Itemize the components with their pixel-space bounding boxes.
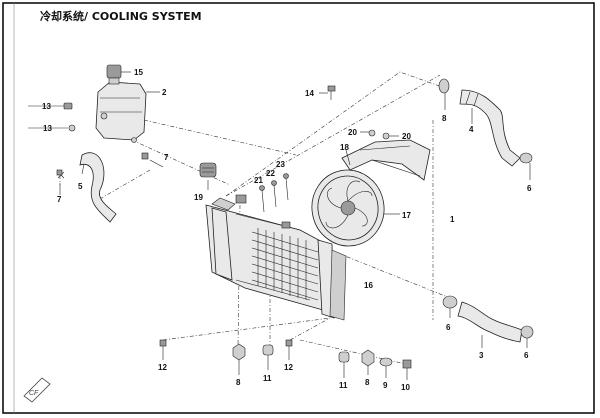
callout-7-lower: 7 bbox=[57, 195, 62, 204]
callout-numbers: 15 2 13 13 7 5 7 19 14 18 20 20 21 22 23… bbox=[42, 68, 532, 392]
callout-18: 18 bbox=[340, 143, 349, 152]
callout-13-lower: 13 bbox=[43, 124, 52, 133]
upper-hose bbox=[459, 89, 521, 167]
callout-15: 15 bbox=[134, 68, 143, 77]
callout-1: 1 bbox=[450, 215, 455, 224]
callout-12-left: 12 bbox=[158, 363, 167, 372]
screw-20-left bbox=[368, 129, 376, 137]
callout-20-left: 20 bbox=[348, 128, 357, 137]
bolt-13-lower bbox=[68, 124, 76, 132]
fan-shroud bbox=[341, 139, 431, 181]
callout-9: 9 bbox=[383, 381, 388, 390]
callout-21: 21 bbox=[254, 176, 263, 185]
bolt-10 bbox=[402, 359, 412, 369]
radiator bbox=[205, 194, 347, 321]
sensor-14 bbox=[327, 85, 336, 100]
nut-8-right bbox=[361, 349, 375, 367]
hose-clamp-6-lower-right bbox=[520, 325, 534, 339]
bolt-21 bbox=[259, 185, 265, 213]
radiator-cap bbox=[199, 162, 217, 178]
callout-23: 23 bbox=[276, 160, 285, 169]
brand-logo-text: CF bbox=[29, 390, 39, 397]
callout-5: 5 bbox=[78, 182, 83, 191]
callout-8-left: 8 bbox=[236, 378, 241, 387]
callout-7-upper: 7 bbox=[164, 153, 169, 162]
brand-logo: CF bbox=[23, 377, 51, 403]
callout-11-left: 11 bbox=[263, 374, 272, 383]
assembly-lines bbox=[59, 71, 451, 366]
callout-10: 10 bbox=[401, 383, 410, 392]
bolt-23 bbox=[283, 173, 289, 201]
grommet-11-right bbox=[338, 351, 350, 363]
callout-8-right: 8 bbox=[365, 378, 370, 387]
bolt-13-upper bbox=[63, 102, 73, 110]
callout-17: 17 bbox=[402, 211, 411, 220]
diagram-title: 冷却系统/ COOLING SYSTEM bbox=[40, 9, 202, 23]
screw-20-right bbox=[382, 132, 390, 140]
callout-4: 4 bbox=[469, 125, 474, 134]
callout-2: 2 bbox=[162, 88, 167, 97]
nut-8-left bbox=[232, 343, 246, 361]
callout-16: 16 bbox=[364, 281, 373, 290]
callout-3: 3 bbox=[479, 351, 484, 360]
leader-lines bbox=[28, 71, 531, 380]
callout-6-right-upper: 6 bbox=[527, 184, 532, 193]
lower-hose bbox=[457, 301, 523, 343]
callout-8-upper: 8 bbox=[442, 114, 447, 123]
bolt-12-left bbox=[159, 339, 167, 347]
overflow-hose bbox=[79, 152, 117, 223]
hose-clamp-6-lower-left bbox=[442, 295, 458, 309]
bolt-12-right bbox=[285, 339, 293, 347]
callout-6-lower-right: 6 bbox=[524, 351, 529, 360]
hose-clamp-6-right bbox=[519, 152, 533, 164]
callout-12-right: 12 bbox=[284, 363, 293, 372]
callout-6-lower-left: 6 bbox=[446, 323, 451, 332]
callout-19: 19 bbox=[194, 193, 203, 202]
grommet-11-left bbox=[262, 344, 274, 356]
callout-13-upper: 13 bbox=[42, 102, 51, 111]
callout-22: 22 bbox=[266, 169, 275, 178]
callout-14: 14 bbox=[305, 89, 314, 98]
bolt-22 bbox=[271, 180, 277, 208]
radiator-core bbox=[251, 228, 319, 301]
washer-9 bbox=[379, 357, 393, 367]
reservoir-tank bbox=[95, 81, 147, 143]
clip-7-lower bbox=[56, 169, 65, 179]
clip-7-upper bbox=[141, 152, 149, 160]
reservoir-cap bbox=[106, 64, 122, 85]
hose-clamp-6-upper bbox=[438, 78, 450, 94]
cooling-fan bbox=[311, 169, 385, 247]
callout-20-right: 20 bbox=[402, 132, 411, 141]
callout-11-right: 11 bbox=[339, 381, 348, 390]
page-border bbox=[2, 2, 595, 414]
